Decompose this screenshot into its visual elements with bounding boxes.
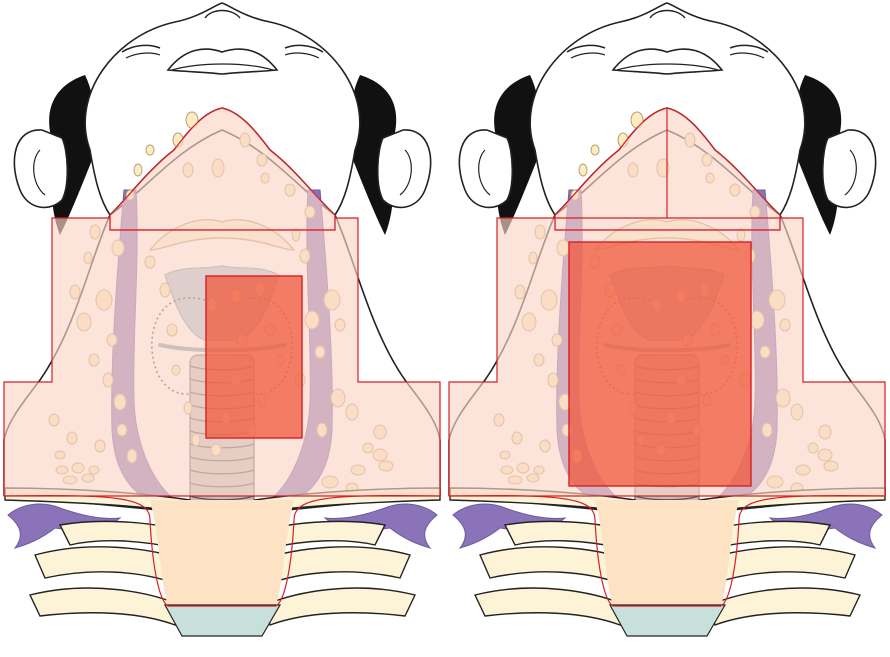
lymph-node xyxy=(146,145,154,155)
sternum xyxy=(595,500,739,606)
lymph-node xyxy=(579,164,587,176)
ear-right-icon xyxy=(823,130,876,208)
panel-group xyxy=(449,3,885,636)
rib-3-right xyxy=(710,588,860,625)
panel-group xyxy=(4,3,440,636)
neck-panel-right xyxy=(445,0,890,657)
sternum xyxy=(150,500,294,606)
lymph-node xyxy=(591,145,599,155)
manubrium xyxy=(165,605,280,636)
rib-3-right xyxy=(265,588,415,625)
manubrium xyxy=(610,605,725,636)
target-region-unilateral xyxy=(206,276,302,438)
neck-panel-left xyxy=(0,0,445,657)
ear-left-icon xyxy=(14,130,67,208)
rib-3-left xyxy=(30,588,180,625)
lymph-node xyxy=(134,164,142,176)
ear-left-icon xyxy=(459,130,512,208)
target-region-bilateral xyxy=(569,242,751,486)
rib-3-left xyxy=(475,588,625,625)
ear-right-icon xyxy=(378,130,431,208)
